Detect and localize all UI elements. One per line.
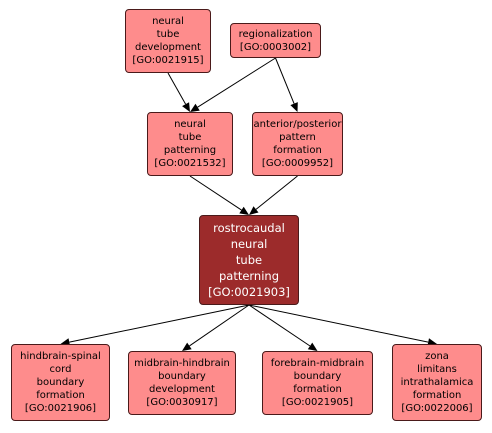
node-label-line: formation xyxy=(273,145,322,156)
node-go-id: [GO:0030917] xyxy=(146,397,218,408)
node-go-id: [GO:0021905] xyxy=(281,397,354,408)
node-label-line: forebrain-midbrain xyxy=(270,358,365,369)
node-label-line: patterning xyxy=(163,145,217,156)
node-go-id: [GO:0021903] xyxy=(208,285,290,299)
node-label-line: neural xyxy=(152,16,184,27)
node-label-line: tube xyxy=(178,132,202,143)
node-label-line: tube xyxy=(235,253,263,267)
node-label-line: patterning xyxy=(218,269,280,283)
node-label-line: development xyxy=(135,42,201,53)
node-label-line: boundary xyxy=(293,371,342,382)
node-forebrain-midbrain-boundary-formation[interactable]: forebrain-midbrain boundary formation [GO:0… xyxy=(262,351,373,415)
node-label-line: boundary xyxy=(158,371,206,382)
edge-line xyxy=(248,304,311,347)
node-label-line: zona xyxy=(425,351,449,362)
node-midbrain-hindbrain-boundary-development[interactable]: midbrain-hindbrain boundary development [GO… xyxy=(128,351,236,415)
node-zona-limitans-intrathalamica-formation[interactable]: zona limitans intrathalamica formation [GO:0… xyxy=(392,344,482,421)
node-go-id: [GO:0009952] xyxy=(261,158,334,169)
node-label-line: formation xyxy=(412,390,462,401)
node-label-line: limitans xyxy=(417,364,457,375)
node-neural-tube-development[interactable]: neural tube development [GO:0021915] xyxy=(125,9,211,73)
node-label-line: cord xyxy=(49,364,72,375)
node-label-line: midbrain-hindbrain xyxy=(134,358,230,369)
edge-arrowhead xyxy=(182,102,190,112)
node-label-line: hindbrain-spinal xyxy=(20,351,101,362)
node-rostrocaudal-neural-tube-patterning[interactable]: rostrocaudal neural tube patterning [GO:0021… xyxy=(199,215,299,305)
edge-line xyxy=(255,175,298,210)
edge-arrowhead xyxy=(290,102,298,112)
edge-line xyxy=(197,57,276,108)
node-label-line: formation xyxy=(293,384,342,395)
node-go-id: [GO:0021906] xyxy=(24,403,97,414)
node-regionalization[interactable]: regionalization[GO:0003002] xyxy=(230,23,321,58)
edge-arrowhead xyxy=(307,342,318,351)
node-go-id: [GO:0021915] xyxy=(132,55,204,66)
node-label-line: regionalization xyxy=(238,28,313,40)
node-label-line: tube xyxy=(156,29,180,40)
edge-arrowhead xyxy=(239,206,249,215)
node-label-line: neural xyxy=(174,119,206,130)
node-go-id: [GO:0003002] xyxy=(239,41,312,53)
edge-line xyxy=(167,72,187,105)
node-neural-tube-patterning[interactable]: neural tube patterning [GO:0021532] xyxy=(147,112,233,176)
node-label-line: formation xyxy=(36,390,85,401)
node-go-id: [GO:0022006] xyxy=(401,403,473,414)
edge-arrowhead xyxy=(182,342,192,351)
node-label-line: rostrocaudal xyxy=(213,221,285,235)
node-anterior-posterior-pattern-formation[interactable]: anterior/posterior pattern formation [GO:00… xyxy=(252,112,343,176)
edge-line xyxy=(189,175,242,211)
node-label-line: pattern xyxy=(279,132,316,143)
node-label-line: development xyxy=(149,384,215,395)
edge-arrowhead xyxy=(249,206,259,215)
edge-arrowhead xyxy=(190,103,200,112)
edge-line xyxy=(189,304,250,347)
node-label-line: anterior/posterior xyxy=(253,119,342,130)
edge-line xyxy=(69,304,250,343)
node-hindbrain-spinal-cord-boundary-formation[interactable]: hindbrain-spinal cord boundary formation [GO… xyxy=(11,344,110,421)
edge-line xyxy=(275,57,295,104)
node-label-line: intrathalamica xyxy=(400,377,474,388)
node-label-line: boundary xyxy=(36,377,85,388)
edge-line xyxy=(248,304,429,343)
node-label-line: neural xyxy=(230,237,268,251)
node-go-id: [GO:0021532] xyxy=(154,158,226,169)
